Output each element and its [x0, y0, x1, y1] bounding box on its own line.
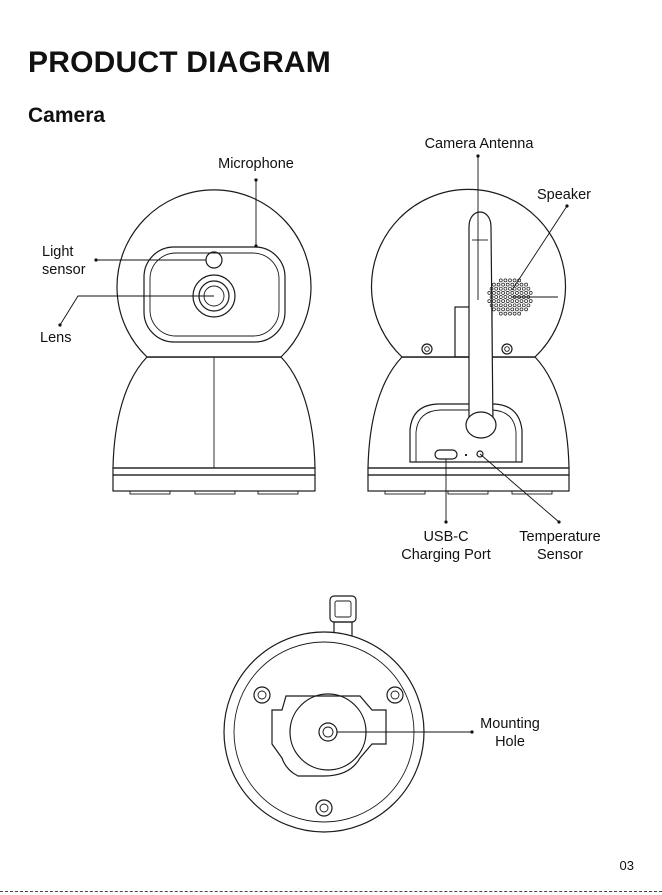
page-number: 03: [620, 858, 634, 873]
microphone-label: Microphone: [210, 155, 302, 173]
temperature-sensor-label: Temperature Sensor: [510, 528, 610, 564]
mounting-hole-label-line1: Mounting: [474, 715, 546, 733]
light-sensor-label-line1: Light: [42, 243, 112, 261]
usb-c-label-line2: Charging Port: [390, 546, 502, 564]
back-view-camera: [368, 189, 569, 494]
page-bottom-rule: [0, 891, 662, 892]
light-sensor-label: Light sensor: [42, 243, 112, 279]
speaker-label: Speaker: [528, 186, 600, 204]
light-sensor-label-line2: sensor: [42, 261, 112, 279]
front-view-camera: [113, 190, 315, 494]
lens-label: Lens: [40, 329, 90, 347]
temperature-sensor-label-line1: Temperature: [510, 528, 610, 546]
temperature-sensor-label-line2: Sensor: [510, 546, 610, 564]
mounting-hole-label: Mounting Hole: [474, 715, 546, 751]
mounting-hole-label-line2: Hole: [474, 733, 546, 751]
bottom-view-camera: [224, 596, 424, 832]
usb-c-label: USB-C Charging Port: [390, 528, 502, 564]
camera-antenna-label: Camera Antenna: [416, 135, 542, 153]
usb-c-label-line1: USB-C: [390, 528, 502, 546]
